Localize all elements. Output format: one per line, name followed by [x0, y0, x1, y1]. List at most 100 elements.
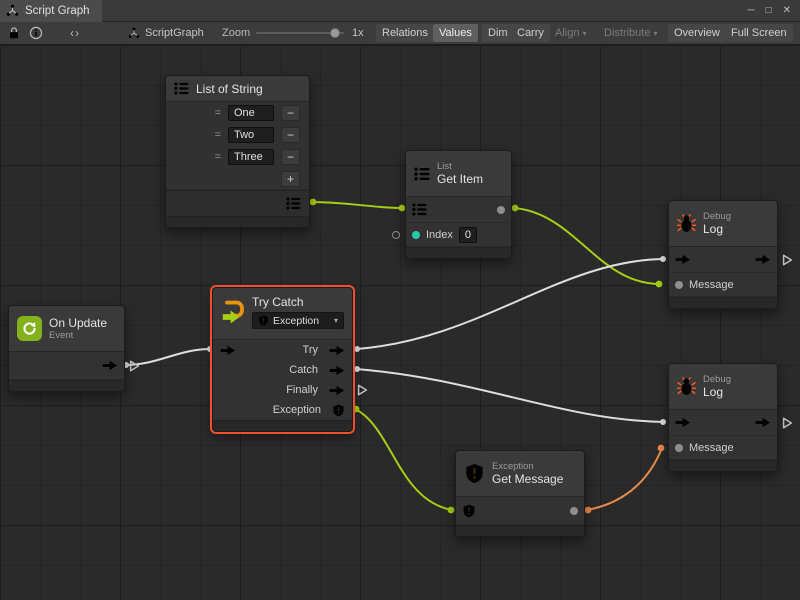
chevron-down-icon: ▾ [582, 29, 587, 38]
node-get-item[interactable]: List Get Item Index 0 [392, 150, 512, 259]
minimize-button[interactable]: ─ [747, 5, 755, 16]
exception-type-dropdown[interactable]: Exception ▾ [252, 312, 344, 329]
list-item-row: = One − [166, 102, 309, 124]
values-button[interactable]: Values [433, 24, 478, 42]
index-value-field[interactable]: 0 [458, 226, 477, 243]
breadcrumb-label: ScriptGraph [145, 27, 204, 39]
list-item-row: = Two − [166, 124, 309, 146]
node-debug-log-bottom[interactable]: Debug Log Message [668, 363, 778, 472]
node-title: Try Catch [252, 295, 304, 309]
dim-button[interactable]: Dim [482, 24, 514, 42]
window-tab-script-graph[interactable]: Script Graph [0, 0, 102, 22]
remove-item-button[interactable]: − [281, 127, 300, 143]
flow-output-port[interactable] [755, 254, 771, 265]
node-on-update[interactable]: On Update Event [8, 305, 125, 392]
align-button[interactable]: Align▾ [555, 27, 587, 39]
node-debug-log-top[interactable]: Debug Log Message [668, 200, 778, 309]
add-item-button[interactable]: + [281, 170, 300, 187]
node-category: List [437, 161, 452, 172]
try-catch-icon [221, 299, 245, 323]
flow-continuation-icon [357, 384, 368, 397]
try-output-port[interactable] [329, 345, 345, 356]
message-input-port[interactable] [675, 443, 683, 452]
wire-exception-to-getmessage [354, 408, 453, 511]
window-titlebar: Script Graph ─ □ ✕ [0, 0, 800, 22]
node-title: Log [703, 222, 724, 236]
info-icon[interactable] [29, 26, 43, 40]
node-list-of-string[interactable]: List of String = One − = Two − = Three −… [165, 75, 310, 228]
drag-handle-icon[interactable]: = [214, 151, 221, 163]
list-item-field[interactable]: Two [228, 127, 274, 143]
remove-item-button[interactable]: − [281, 105, 300, 121]
chevron-down-icon: ▾ [653, 29, 658, 38]
node-get-message[interactable]: Exception Get Message [455, 450, 585, 537]
remove-item-button[interactable]: − [281, 149, 300, 165]
list-item-row: = Three − [166, 146, 309, 168]
fullscreen-button[interactable]: Full Screen [725, 24, 793, 42]
lock-icon[interactable] [7, 26, 21, 40]
message-input-port[interactable] [675, 280, 683, 289]
node-category: Debug [703, 211, 731, 222]
flow-input-port[interactable] [220, 345, 236, 356]
window-title: Script Graph [25, 4, 90, 17]
bug-icon [677, 377, 696, 396]
exception-type-label: Exception [273, 314, 320, 327]
graph-icon [6, 4, 19, 17]
value-output-port[interactable] [497, 205, 505, 214]
flow-input-port[interactable] [675, 417, 691, 428]
list-input-port[interactable] [412, 203, 427, 216]
flow-input-port[interactable] [675, 254, 691, 265]
node-title: On Update [49, 316, 108, 330]
graph-toolbar: ‹› ScriptGraph Zoom 1x Relations Values … [0, 22, 800, 45]
zoom-value: 1x [352, 27, 364, 39]
zoom-label: Zoom [222, 27, 251, 39]
catch-output-port[interactable] [329, 365, 345, 376]
exception-input-port[interactable] [462, 504, 476, 518]
script-graph-icon [128, 27, 140, 39]
index-input-port[interactable] [412, 230, 420, 239]
loop-arrow-icon [22, 321, 37, 336]
list-output-port[interactable] [286, 197, 301, 210]
drag-handle-icon[interactable]: = [214, 107, 221, 119]
value-output-port[interactable] [570, 506, 578, 515]
carry-button[interactable]: Carry [511, 24, 550, 42]
message-label: Message [689, 278, 734, 291]
drag-handle-icon[interactable]: = [214, 129, 221, 141]
wire-catch-to-log [355, 368, 665, 423]
try-port-label: Try [302, 344, 318, 356]
list-icon [414, 167, 430, 181]
node-try-catch[interactable]: Try Catch Exception ▾ Try Catch Finally … [212, 287, 353, 432]
exception-port-label: Exception [272, 404, 321, 416]
node-title: Log [703, 385, 724, 399]
breadcrumb[interactable]: ScriptGraph [128, 27, 204, 39]
catch-port-label: Catch [289, 364, 318, 376]
node-category: Exception [492, 461, 534, 472]
zoom-slider[interactable] [256, 26, 344, 40]
collapse-breadcrumb-button[interactable]: ‹› [70, 26, 80, 40]
wire-update-to-trycatch [124, 348, 212, 366]
exception-output-port[interactable] [332, 404, 345, 417]
relations-button[interactable]: Relations [376, 24, 434, 42]
finally-port-label: Finally [286, 384, 318, 396]
maximize-button[interactable]: □ [765, 5, 772, 16]
index-label: Index [426, 228, 453, 241]
overview-button[interactable]: Overview [668, 24, 726, 42]
wire-getmessage-to-log-message [586, 447, 663, 511]
distribute-button[interactable]: Distribute▾ [604, 27, 658, 39]
node-title: Get Item [437, 172, 484, 186]
warning-shield-icon [258, 315, 269, 326]
flow-continuation-icon [782, 416, 793, 429]
flow-continuation-icon [129, 359, 140, 372]
flow-output-port[interactable] [755, 417, 771, 428]
list-item-field[interactable]: Three [228, 149, 274, 165]
graph-canvas[interactable]: List of String = One − = Two − = Three −… [0, 45, 800, 600]
wire-getitem-to-log-message [513, 207, 661, 285]
flow-output-port[interactable] [102, 360, 118, 371]
bug-icon [677, 214, 696, 233]
message-label: Message [689, 441, 734, 454]
unconnected-port-icon [392, 230, 400, 239]
zoom-slider-handle[interactable] [330, 28, 340, 38]
list-item-field[interactable]: One [228, 105, 274, 121]
finally-output-port[interactable] [329, 385, 345, 396]
close-button[interactable]: ✕ [782, 5, 791, 16]
